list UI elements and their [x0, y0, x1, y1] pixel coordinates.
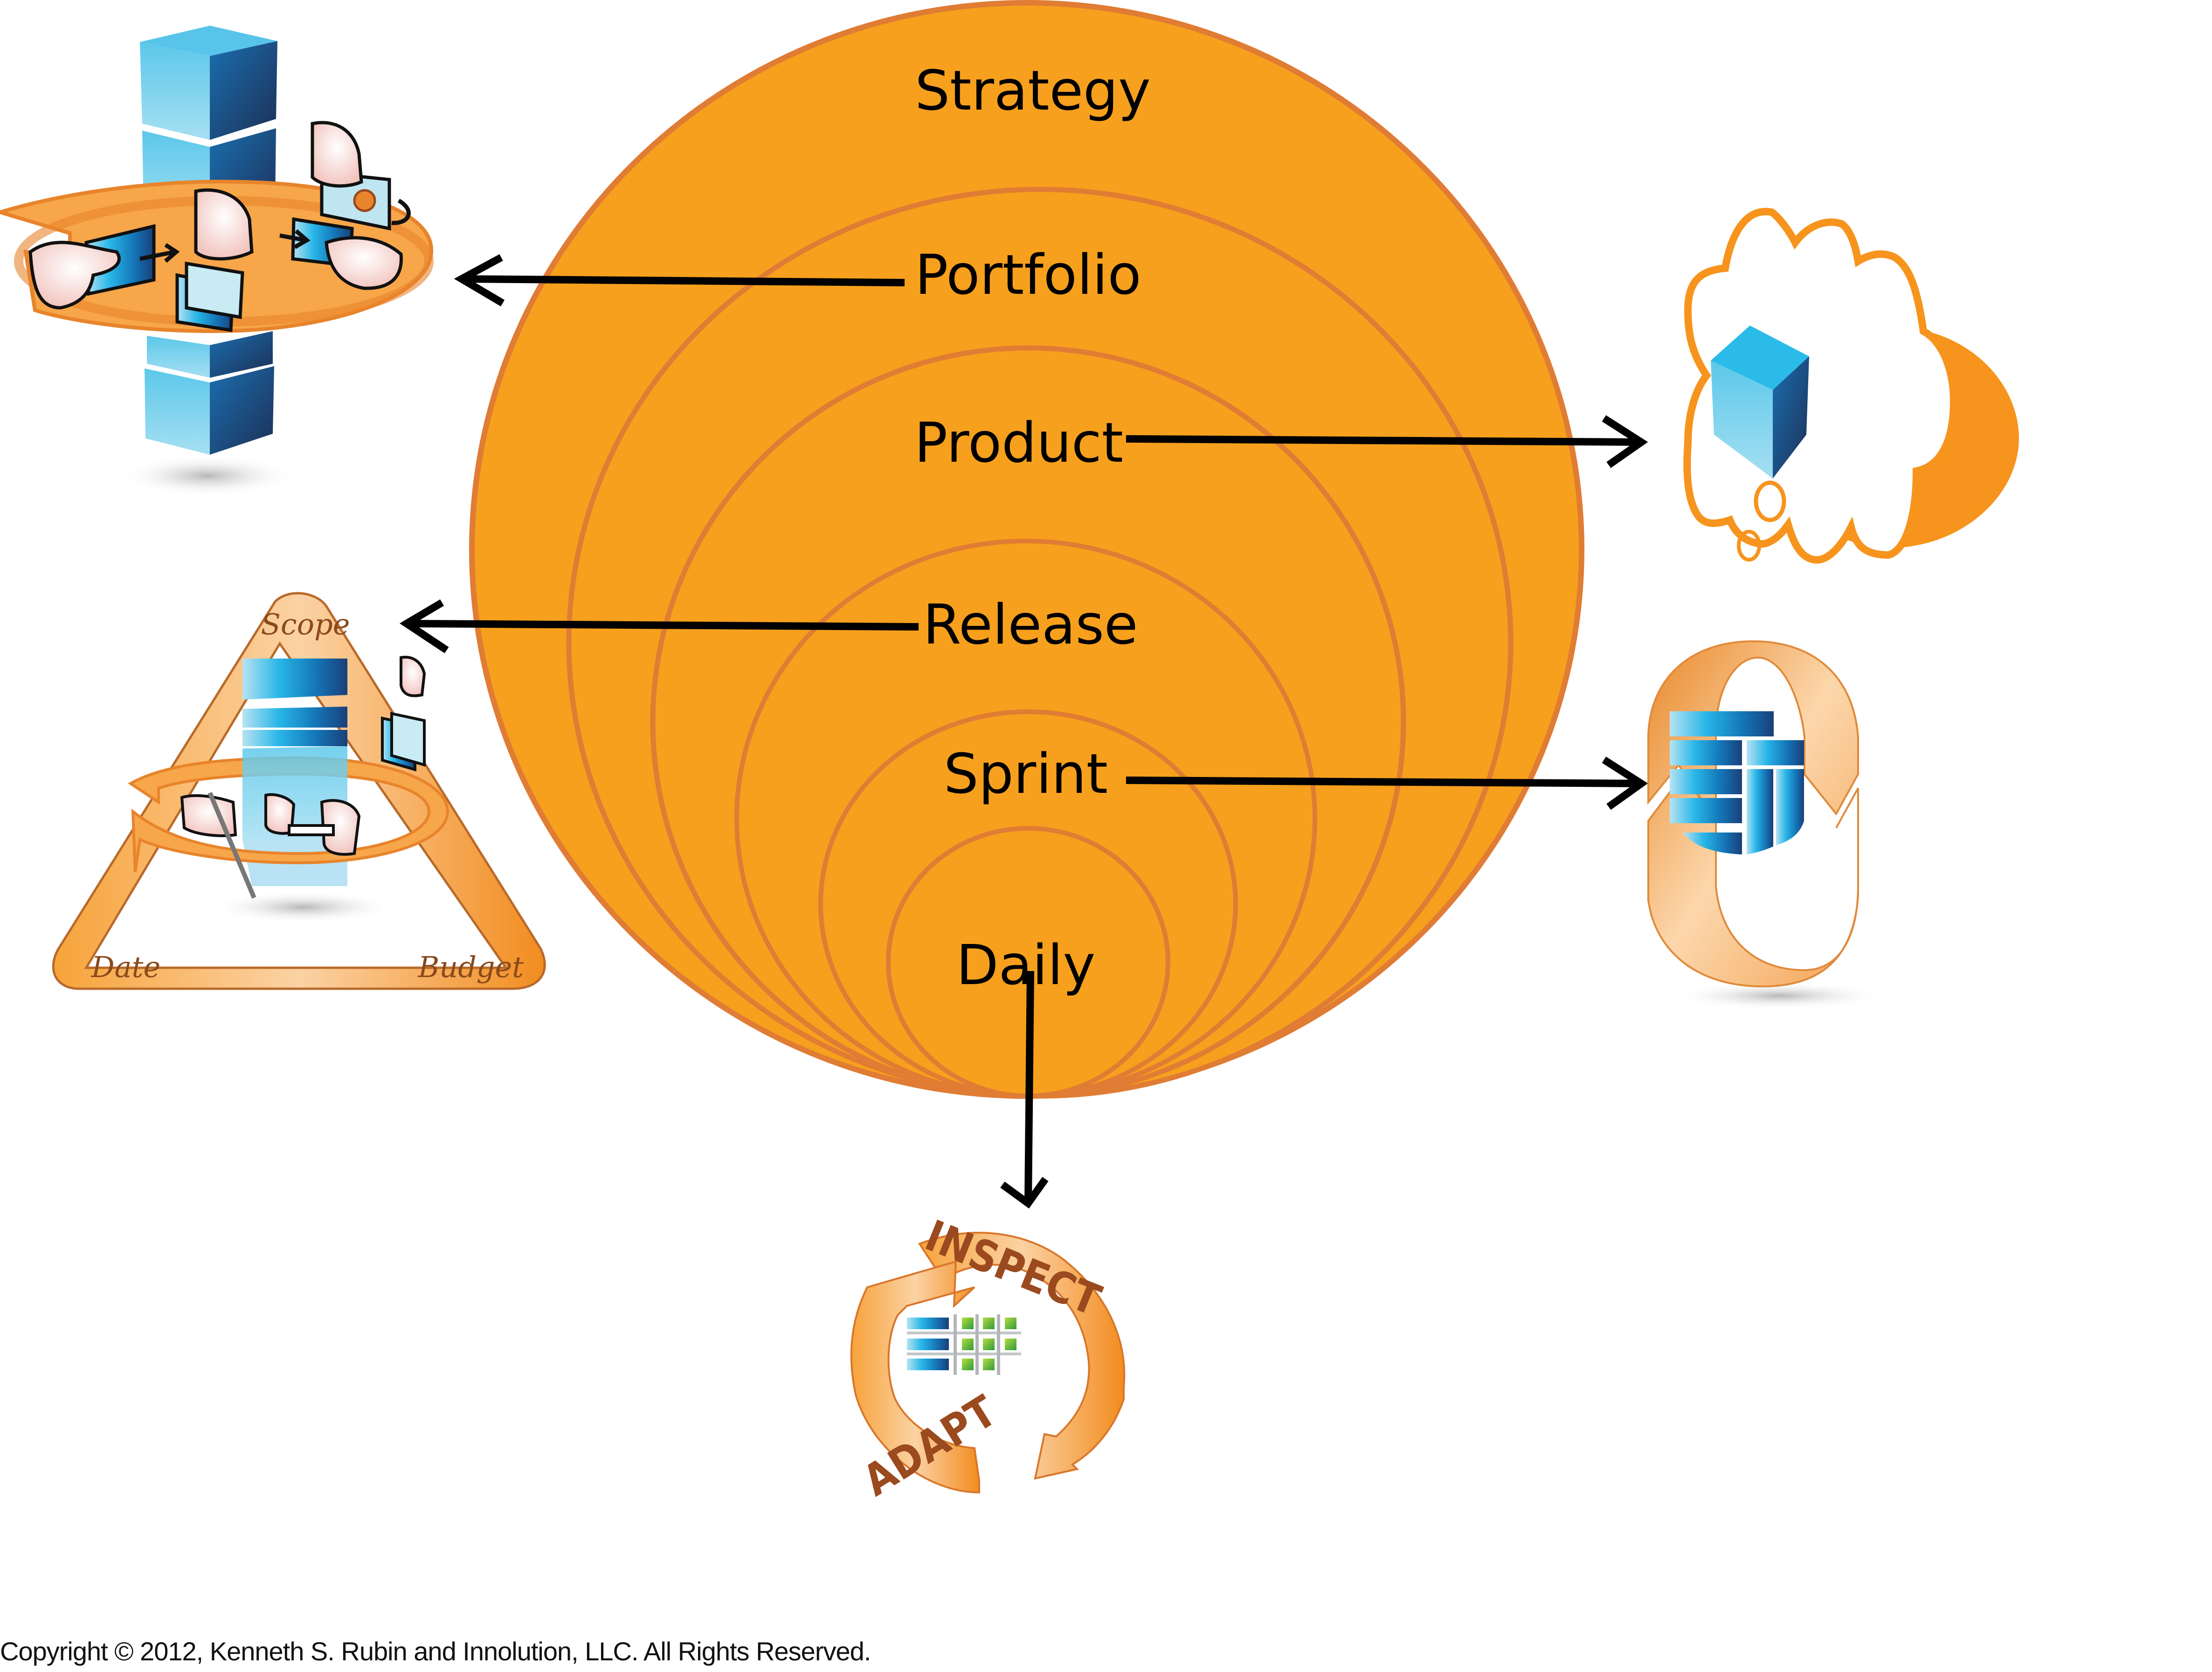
blue-cube [1711, 326, 1809, 479]
product-vision-icon [1683, 208, 2019, 564]
level-label-daily: Daily [956, 933, 1096, 997]
adapt-arrow [850, 1260, 980, 1494]
portfolio-icon [0, 26, 434, 497]
orange-ring-arrow [128, 756, 449, 873]
copyright-notice: Copyright © 2012, Kenneth S. Rubin and I… [0, 1637, 871, 1666]
task-board [907, 1314, 1021, 1375]
sprint-backlog-blocks [1670, 711, 1804, 854]
level-label-product: Product [914, 410, 1123, 475]
triangle-label-scope: Scope [261, 607, 350, 641]
inspect-arrow [918, 1232, 1126, 1480]
cube-tower [140, 26, 277, 455]
thought-cloud [1683, 208, 1958, 564]
triangle-label-budget: Budget [418, 950, 524, 984]
level-label-strategy: Strategy [915, 58, 1151, 123]
sprint-cycle-icon [1647, 640, 1886, 1010]
arrow-product-right [1126, 415, 1648, 468]
level-label-release: Release [923, 592, 1138, 657]
arrow-portfolio-left [454, 254, 905, 306]
arrow-sprint-right [1126, 756, 1648, 810]
planning-onion [469, 0, 1584, 1099]
arrow-release-left [399, 599, 919, 653]
level-label-sprint: Sprint [944, 742, 1108, 806]
level-label-portfolio: Portfolio [915, 243, 1141, 307]
triangle-label-date: Date [91, 950, 160, 984]
release-triangle-icon: Scope Date Budget [52, 592, 546, 990]
ring-label-inspect: INSPECT [919, 1211, 1108, 1326]
inspect-adapt-icon: INSPECT ADAPT [850, 1211, 1126, 1506]
arrow-daily-down [1000, 971, 1049, 1209]
